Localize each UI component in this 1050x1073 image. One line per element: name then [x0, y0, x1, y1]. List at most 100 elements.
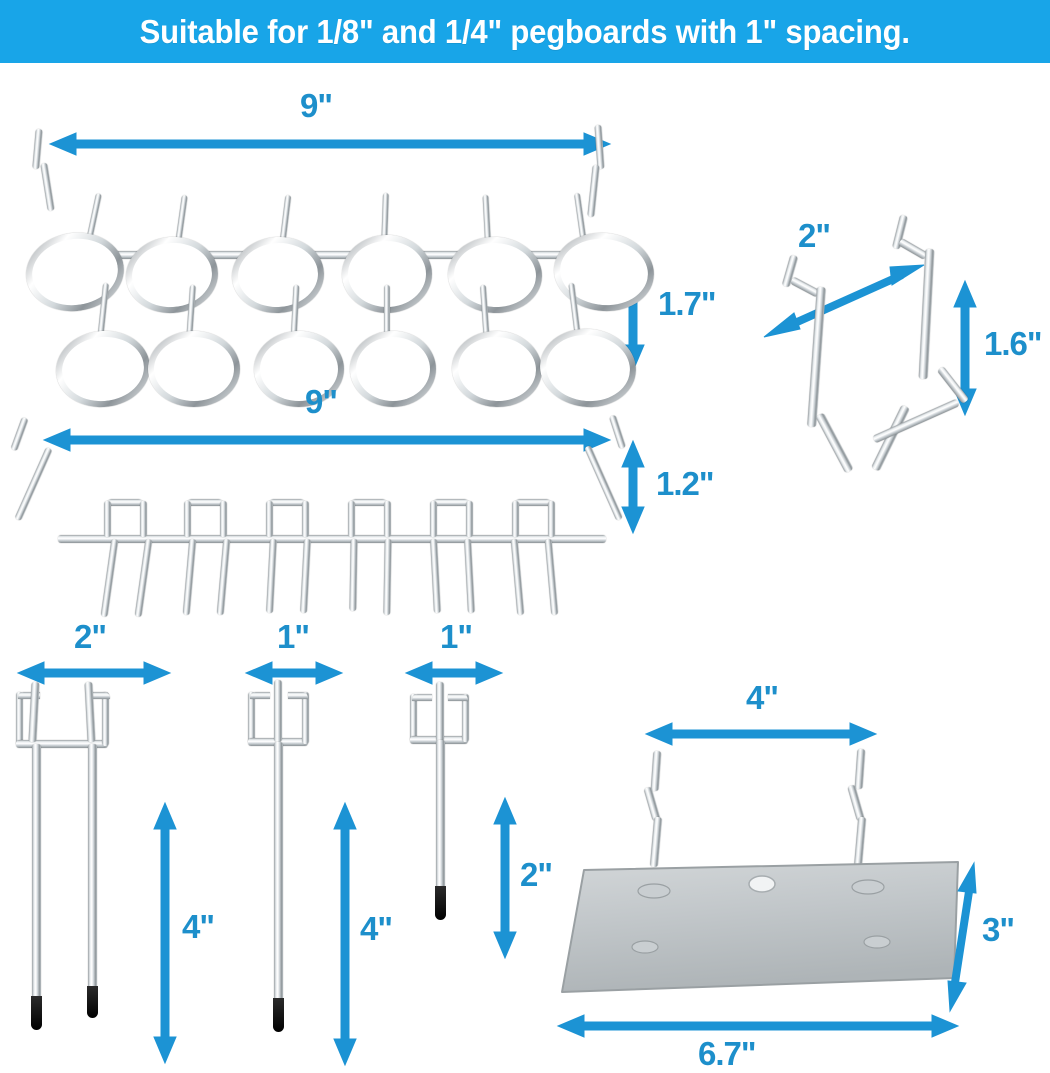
rack-main-bar	[46, 251, 598, 259]
prong-tine-left	[349, 538, 358, 612]
header-banner: Suitable for 1/8" and 1/4" pegboards wit…	[0, 0, 1050, 63]
product-single-peg-2in: 1" 2"	[392, 608, 582, 968]
single-peg-2in-cap	[435, 886, 446, 920]
double-peg-length-arrow	[153, 801, 177, 1065]
double-peg-shaft-left	[32, 744, 41, 1002]
product-prong-rack: 9" 1.2"	[0, 383, 720, 623]
double-peg-width-arrow	[16, 661, 172, 685]
product-ring-rack: 9" 1.7"	[0, 87, 717, 412]
double-peg-tip-left	[28, 681, 40, 743]
double-peg-bracket-left	[16, 692, 23, 746]
prong-top-bridge	[350, 499, 388, 506]
prong-bridge-right	[466, 501, 473, 537]
loop-hook-width-label: 2"	[798, 217, 831, 254]
prong-rack-main-bar	[58, 535, 606, 543]
single-peg-4in-length-arrow	[333, 801, 357, 1067]
single-peg-2in-width-label: 1"	[440, 618, 473, 655]
single-peg-2in-length-arrow	[493, 796, 517, 960]
shelf-depth-arrow	[947, 861, 977, 1013]
prong-tine-left	[100, 538, 119, 618]
page-title: Suitable for 1/8" and 1/4" pegboards wit…	[139, 12, 911, 50]
shelf-depth-label: 3"	[982, 911, 1015, 948]
prong-rack-width-label: 9"	[305, 383, 338, 420]
prong-bridge-left	[266, 501, 273, 537]
prong-rack-right-peg	[608, 414, 627, 450]
rack-right-peg-bend	[587, 164, 600, 218]
loop-hook-width-arrow	[763, 264, 925, 338]
prong-tine-right	[464, 538, 475, 614]
single-peg-4in-width-arrow	[244, 661, 344, 685]
shelf-width-arrow	[556, 1014, 960, 1038]
product-double-peg-4in: 2" 4"	[0, 608, 240, 1065]
prong-bridge-left	[348, 501, 355, 537]
double-peg-cap-right	[87, 986, 98, 1018]
single-peg-2in-bracket-top-left	[412, 694, 432, 701]
single-peg-4in-width-label: 1"	[277, 618, 310, 655]
prong-bridge-left	[430, 501, 437, 537]
single-peg-4in-cap	[273, 998, 284, 1032]
prong-tine-right	[383, 538, 392, 616]
shelf-hanger-bend	[847, 784, 865, 822]
shelf-width-label: 6.7"	[698, 1035, 757, 1072]
prong-bridge-right	[302, 501, 309, 537]
prong-top-bridge	[432, 499, 470, 506]
double-peg-width-label: 2"	[74, 618, 107, 655]
prong-rack-left-shoulder	[14, 446, 53, 522]
shelf-hanger-peg-tip	[854, 748, 866, 790]
prong-rack-height-label: 1.2"	[656, 465, 715, 502]
ring-rack-width-arrow	[48, 132, 612, 156]
single-peg-2in-shaft	[436, 740, 445, 892]
product-loop-hook: 2" 1.6"	[756, 155, 1046, 525]
rack-left-peg-bend	[40, 162, 55, 212]
shelf-span-arrow	[644, 722, 878, 746]
prong-tine-left	[182, 538, 197, 616]
double-peg-bracket-top-right	[88, 692, 110, 699]
prong-bridge-right	[220, 501, 227, 537]
double-peg-length-label: 4"	[182, 908, 215, 945]
single-peg-2in-length-label: 2"	[520, 856, 553, 893]
prong-top-bridge	[268, 499, 306, 506]
lower-ring	[350, 331, 436, 407]
single-peg-4in-bracket-top-right	[288, 692, 308, 699]
prong-tine-right	[216, 538, 231, 616]
loop-cross-wire	[872, 398, 960, 444]
upper-ring	[229, 233, 327, 317]
double-peg-shaft-right	[88, 744, 97, 992]
upper-ring	[122, 233, 222, 317]
double-peg-bracket-bar	[16, 740, 108, 748]
ring-rack-width-label: 9"	[300, 87, 333, 124]
double-peg-cap-left	[31, 996, 42, 1030]
single-peg-2in-width-arrow	[404, 661, 504, 685]
single-peg-4in-bracket-right	[302, 692, 309, 744]
prong-top-bridge	[514, 499, 552, 506]
prong-tine-right	[134, 538, 153, 618]
shelf-span-label: 4"	[746, 679, 779, 716]
single-peg-4in-bracket-left	[248, 692, 255, 744]
prong-bridge-right	[548, 501, 555, 537]
prong-rack-left-peg	[10, 416, 29, 452]
shelf-plate	[561, 861, 959, 993]
prong-rack-height-arrow	[621, 439, 645, 535]
double-peg-bracket-right	[102, 692, 109, 746]
prong-tine-left	[266, 538, 277, 614]
shelf-hanger-peg-tip	[650, 750, 662, 792]
single-peg-2in-bracket-right	[462, 694, 469, 742]
product-pegboard-shelf: 4"	[550, 653, 1050, 1072]
single-peg-2in-bracket-top-right	[448, 694, 468, 701]
prong-bridge-left	[512, 501, 519, 537]
single-peg-4in-shaft	[274, 742, 283, 1004]
prong-bridge-right	[384, 501, 391, 537]
double-peg-bracket-top-left	[18, 692, 40, 699]
prong-tine-left	[430, 538, 441, 614]
upper-ring	[21, 226, 129, 318]
single-peg-4in-length-label: 4"	[360, 910, 393, 947]
prong-bridge-left	[104, 501, 111, 537]
single-peg-2in-tip	[436, 682, 444, 742]
prong-rack-width-arrow	[42, 428, 612, 452]
prong-top-bridge	[106, 499, 144, 506]
prong-tine-left	[510, 538, 525, 616]
lower-ring	[148, 331, 240, 407]
prong-tine-right	[300, 538, 311, 614]
upper-ring	[446, 234, 544, 316]
prong-bridge-right	[140, 501, 147, 537]
